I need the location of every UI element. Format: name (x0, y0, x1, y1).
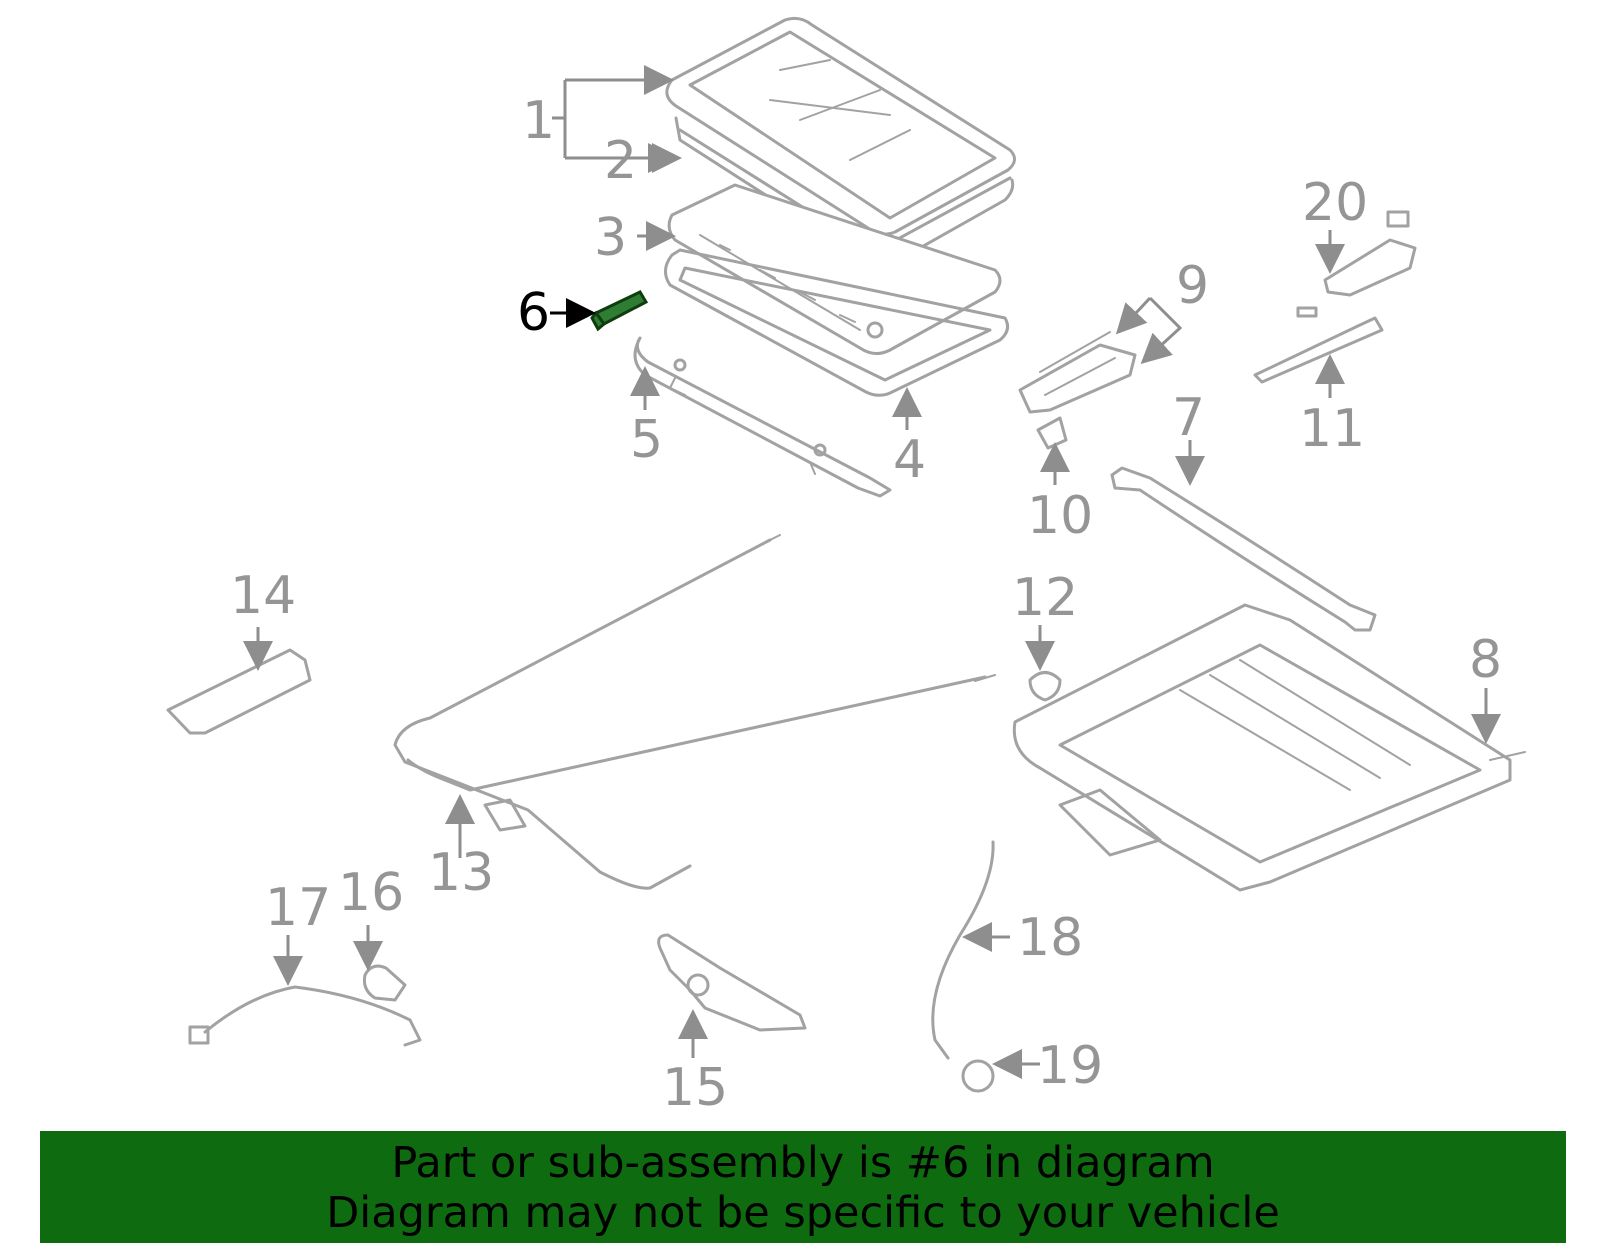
part-6-highlighted[interactable] (590, 290, 649, 332)
part-4-gasket (664, 248, 1010, 397)
callout-6: 6 (517, 283, 550, 343)
callout-7: 7 (1172, 388, 1205, 448)
callout-17: 17 (265, 878, 331, 938)
callout-15: 15 (662, 1058, 728, 1118)
footer-banner: Part or sub-assembly is #6 in diagram Di… (40, 1131, 1566, 1243)
callout-12: 12 (1012, 568, 1078, 628)
part-5-rail-strip (633, 336, 892, 498)
callout-13: 13 (428, 843, 494, 903)
footer-line-2: Diagram may not be specific to your vehi… (326, 1188, 1280, 1238)
part-18-drain-hose (931, 840, 995, 1060)
part-19-plug (961, 1059, 995, 1093)
leader-lines (243, 65, 1501, 1079)
part-17-harness (188, 985, 422, 1047)
callout-20: 20 (1302, 173, 1368, 233)
callout-3: 3 (594, 208, 627, 268)
callout-1: 1 (522, 91, 555, 151)
part-15-motor (657, 933, 807, 1032)
part-8-housing (1012, 603, 1526, 892)
part-20-module (1296, 210, 1417, 318)
callout-5: 5 (630, 410, 663, 470)
callout-10: 10 (1027, 486, 1093, 546)
part-14-bracket (166, 648, 312, 735)
part-7-guide-rail (1110, 466, 1377, 632)
part-9-bracket (1018, 331, 1137, 414)
callout-16: 16 (338, 863, 404, 923)
callout-4: 4 (893, 430, 926, 490)
callout-11: 11 (1299, 399, 1365, 459)
callout-14: 14 (230, 566, 296, 626)
callout-8: 8 (1469, 630, 1502, 690)
part-13-cable (393, 534, 996, 890)
callout-labels: 1 2 3 4 5 6 7 8 9 10 11 12 13 14 15 16 1… (230, 91, 1502, 1118)
callout-18: 18 (1017, 908, 1083, 968)
part-10-clip (1036, 416, 1068, 450)
callout-19: 19 (1037, 1036, 1103, 1096)
callout-9: 9 (1176, 256, 1209, 316)
footer-line-1: Part or sub-assembly is #6 in diagram (391, 1138, 1215, 1188)
part-11-deflector (1253, 316, 1384, 384)
callout-2: 2 (604, 131, 637, 191)
part-1-glass-panel (665, 16, 1016, 236)
part-16-switch (363, 964, 407, 1002)
part-12-grommet (1028, 671, 1062, 702)
